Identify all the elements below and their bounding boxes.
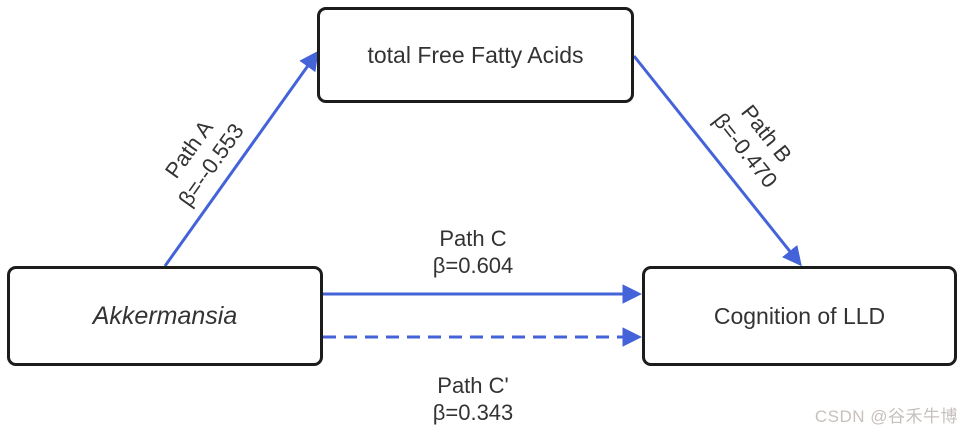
node-mediator-label: total Free Fatty Acids (367, 41, 584, 68)
node-mediator: total Free Fatty Acids (317, 7, 634, 103)
path-c-prime-beta: β=0.343 (432, 400, 514, 425)
node-outcome: Cognition of LLD (642, 266, 957, 366)
node-outcome-label: Cognition of LLD (713, 302, 886, 329)
path-c-prime-name: Path C' (437, 373, 509, 398)
watermark: CSDN @谷禾牛博 (814, 407, 958, 426)
path-b-arrow (632, 55, 802, 267)
node-predictor: Akkermansia (7, 266, 323, 366)
path-c-name: Path C (439, 226, 507, 251)
path-c-label: Path C β=0.604 (433, 225, 514, 279)
node-predictor-label: Akkermansia (92, 301, 238, 330)
path-c-prime-label: Path C' β=0.343 (433, 372, 514, 426)
path-a-arrow (163, 50, 319, 267)
path-c-beta: β=0.604 (432, 253, 514, 278)
